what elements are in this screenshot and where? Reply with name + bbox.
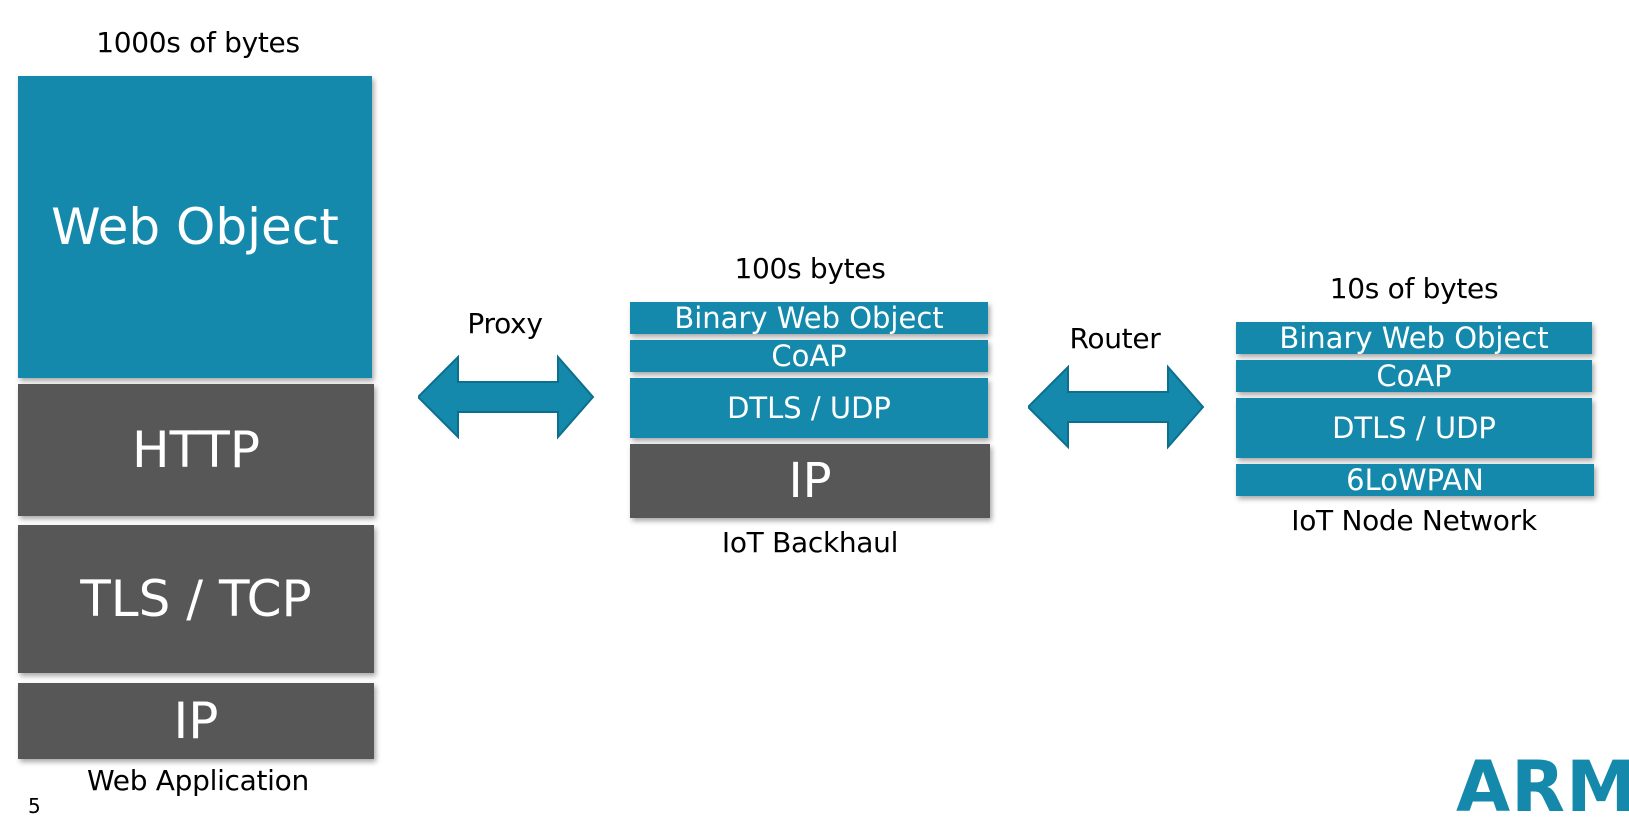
backhaul-layer-dtls-udp: DTLS / UDP <box>630 378 988 438</box>
web-layer-http: HTTP <box>18 384 374 516</box>
backhaul-bottom-caption: IoT Backhaul <box>721 526 899 559</box>
web-layer-web-object: Web Object <box>18 76 372 378</box>
page-number: 5 <box>28 794 41 818</box>
node-layer-coap: CoAP <box>1236 359 1592 393</box>
proxy-double-arrow-icon <box>418 354 595 440</box>
backhaul-layer-binary-web-object: Binary Web Object <box>630 301 988 335</box>
node-top-caption: 10s of bytes <box>1329 272 1499 305</box>
node-layer-dtls-udp: DTLS / UDP <box>1236 398 1592 458</box>
backhaul-layer-coap: CoAP <box>630 339 988 373</box>
router-double-arrow-icon <box>1028 364 1205 450</box>
web-layer-ip: IP <box>18 683 374 759</box>
web-stack-top-caption: 1000s of bytes <box>96 26 300 59</box>
node-layer-binary-web-object: Binary Web Object <box>1236 321 1592 355</box>
arm-logo: ARM <box>1456 746 1629 828</box>
web-stack-bottom-caption: Web Application <box>87 764 309 797</box>
node-layer-6lowpan: 6LoWPAN <box>1236 463 1594 497</box>
web-layer-tls-tcp: TLS / TCP <box>18 525 374 673</box>
backhaul-layer-ip: IP <box>630 444 990 518</box>
backhaul-top-caption: 100s bytes <box>734 252 886 285</box>
proxy-label: Proxy <box>467 307 543 340</box>
router-label: Router <box>1069 322 1161 355</box>
node-bottom-caption: IoT Node Network <box>1291 504 1537 537</box>
